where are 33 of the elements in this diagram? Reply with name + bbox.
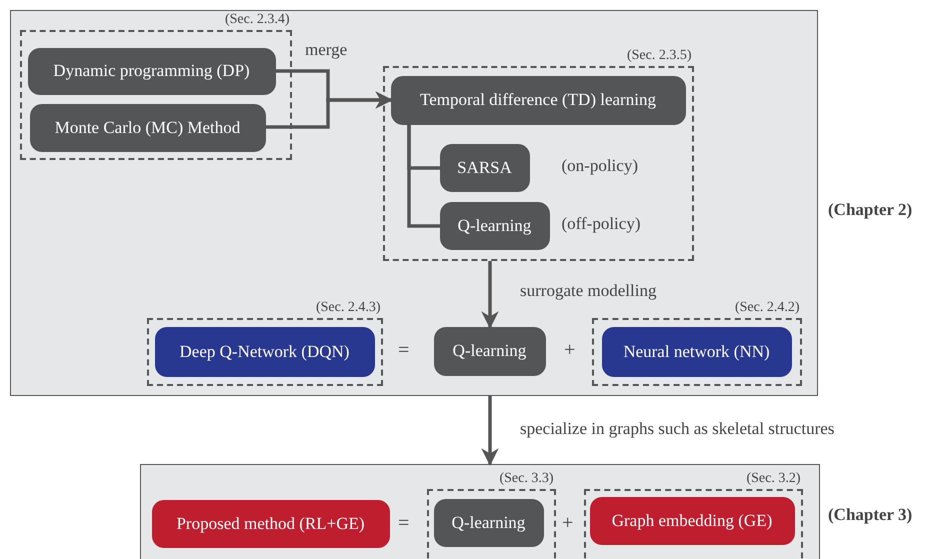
arrow <box>481 261 499 329</box>
section-reference: (Sec. 2.3.4) <box>224 12 290 28</box>
policy-note: (on-policy) <box>562 156 638 176</box>
policy-note: (off-policy) <box>562 214 640 234</box>
edge-label: specialize in graphs such as skeletal structures <box>518 419 836 439</box>
section-reference: (Sec. 2.3.5) <box>626 48 692 64</box>
process-box: Proposed method (RL+GE) <box>152 500 390 548</box>
chapter-label: (Chapter 2) <box>828 200 912 220</box>
section-reference: (Sec. 2.4.2) <box>734 300 800 316</box>
process-box: Q-learning <box>434 326 546 376</box>
connector-line <box>407 125 440 228</box>
chapter-label: (Chapter 3) <box>828 505 912 525</box>
section-reference: (Sec. 3.3) <box>499 470 554 486</box>
edge-label: surrogate modelling <box>518 281 658 301</box>
process-box: Neural network (NN) <box>602 326 792 376</box>
operator-symbol: + <box>564 339 576 362</box>
arrow <box>266 91 393 129</box>
chapter-panel <box>140 464 820 559</box>
process-box: Deep Q-Network (DQN) <box>154 326 374 376</box>
arrow <box>481 396 499 466</box>
process-box: SARSA <box>440 144 530 192</box>
process-box: Dynamic programming (DP) <box>28 48 276 94</box>
process-box: Q-learning <box>434 498 544 546</box>
operator-symbol: + <box>562 512 574 535</box>
operator-symbol: = <box>398 512 410 535</box>
section-reference: (Sec. 3.2) <box>746 470 800 486</box>
section-reference: (Sec. 2.4.3) <box>316 300 380 316</box>
process-box: Temporal difference (TD) learning <box>390 76 686 124</box>
process-box: Q-learning <box>440 202 550 250</box>
process-box: Graph embedding (GE) <box>590 496 794 544</box>
chapter-panel <box>10 10 818 396</box>
process-box: Monte Carlo (MC) Method <box>30 104 266 152</box>
operator-symbol: = <box>398 339 410 362</box>
